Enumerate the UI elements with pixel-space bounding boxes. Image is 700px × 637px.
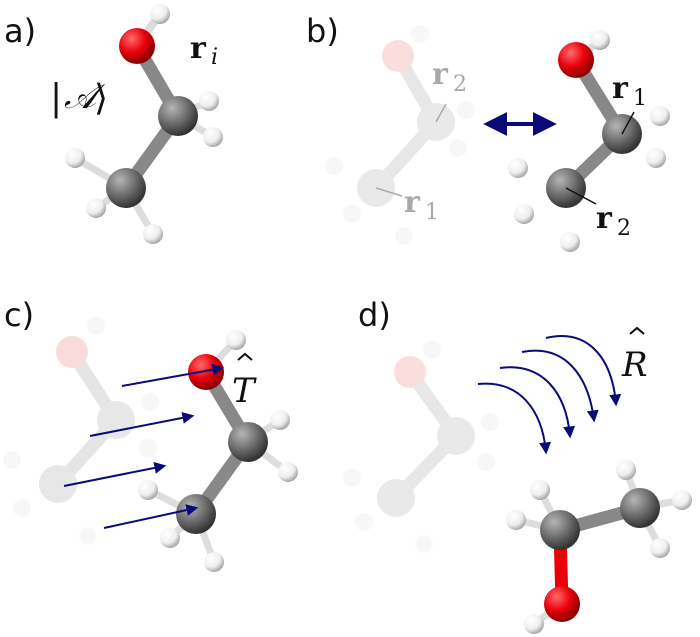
faded-label-r1: r 1 <box>404 185 439 225</box>
svg-text:r: r <box>432 57 449 92</box>
carbon-atom <box>437 417 475 455</box>
carbon-atom <box>158 96 198 136</box>
svg-text:r: r <box>596 201 613 236</box>
hydrogen-atom <box>86 198 106 218</box>
carbon-atom <box>39 465 77 503</box>
carbon-atom <box>176 494 216 534</box>
rotation-arrow <box>499 366 576 439</box>
panel-d-label: d) <box>358 296 391 334</box>
oxygen-atom <box>394 356 426 388</box>
hydrogen-atom <box>143 224 163 244</box>
oxygen-atom <box>56 336 88 368</box>
panel-a-label: a) <box>4 12 36 50</box>
oxygen-atom <box>119 28 155 64</box>
hydrogen-atom <box>616 460 636 480</box>
panel-a: a) | 𝒜 ⟩ r <box>4 4 223 244</box>
svg-text:⟩: ⟩ <box>94 78 108 119</box>
hydrogen-atom <box>590 30 610 50</box>
panel-b: b) r 2 r 1 <box>306 12 670 252</box>
hydrogen-atom <box>226 330 246 350</box>
hydrogen-atom <box>560 232 580 252</box>
hat-accent <box>629 326 645 335</box>
panel-d: d) <box>343 296 692 634</box>
molecule-c <box>138 330 298 572</box>
hydrogen-atom <box>508 158 528 178</box>
rotation-arrow <box>545 335 622 407</box>
svg-text:T: T <box>232 371 257 411</box>
hydrogen-atom <box>199 91 219 111</box>
faded-label-r2: r 2 <box>432 57 467 97</box>
position-label-ri: r i <box>190 31 218 70</box>
translation-arrow <box>121 363 225 387</box>
label-r1: r 1 <box>612 71 647 111</box>
svg-text:2: 2 <box>453 72 467 97</box>
hydrogen-atom <box>672 490 692 510</box>
svg-text:2: 2 <box>617 216 631 241</box>
faded-molecule-b <box>325 25 475 245</box>
svg-text:|: | <box>50 78 62 119</box>
molecule-a <box>65 4 223 244</box>
molecule-d <box>506 460 692 634</box>
translation-arrows <box>63 363 225 529</box>
carbon-atom <box>377 479 415 517</box>
panel-b-label: b) <box>306 12 339 50</box>
hydrogen-atom <box>506 510 526 530</box>
oxygen-atom <box>188 354 224 390</box>
faded-molecule-d <box>343 341 499 553</box>
carbon-atom <box>540 510 580 550</box>
faded-molecule-c <box>3 317 159 545</box>
hydrogen-atom <box>650 106 670 126</box>
hat-accent <box>237 352 253 361</box>
operator-r-label: R <box>621 326 648 385</box>
oxygen-atom <box>558 42 594 78</box>
carbon-atom <box>228 422 268 462</box>
hydrogen-atom <box>524 614 544 634</box>
panel-c-label: c) <box>4 296 34 334</box>
oxygen-atom <box>382 40 414 72</box>
svg-text:1: 1 <box>425 200 439 225</box>
carbon-atom <box>106 168 146 208</box>
hydrogen-atom <box>650 538 670 558</box>
hydrogen-atom <box>65 148 85 168</box>
hydrogen-atom <box>204 552 224 572</box>
svg-text:R: R <box>621 345 648 385</box>
hydrogen-atom <box>150 4 170 24</box>
rotation-arrows <box>477 335 622 455</box>
hydrogen-atom <box>138 480 158 500</box>
hydrogen-atom <box>530 480 550 500</box>
hydrogen-atom <box>160 528 180 548</box>
hydrogen-atom <box>514 204 534 224</box>
molecule-b <box>508 30 670 252</box>
panel-c: c) <box>3 296 298 572</box>
label-r2: r 2 <box>596 201 631 241</box>
hydrogen-atom <box>646 148 666 168</box>
rotation-arrow <box>477 382 552 455</box>
rotation-arrow <box>521 349 599 423</box>
hydrogen-atom <box>203 127 223 147</box>
carbon-atom <box>620 488 660 528</box>
translation-arrow <box>63 461 167 487</box>
translation-arrow <box>89 411 195 437</box>
svg-text:r: r <box>404 185 421 220</box>
oxygen-atom <box>544 586 580 622</box>
svg-text:r: r <box>612 71 629 106</box>
svg-text:i: i <box>211 45 218 70</box>
hydrogen-atom <box>278 462 298 482</box>
hydrogen-atom <box>270 410 290 430</box>
operator-t-label: T <box>232 352 257 411</box>
svg-text:r: r <box>190 31 207 66</box>
svg-text:1: 1 <box>633 86 647 111</box>
ket-label: | 𝒜 ⟩ <box>50 77 108 119</box>
translation-arrow <box>103 504 199 529</box>
